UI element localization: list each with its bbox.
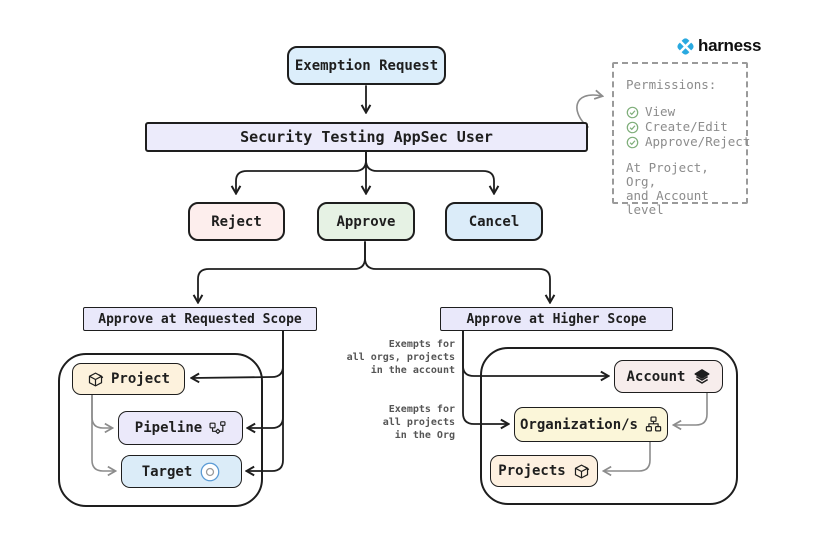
requested-scope-header: Approve at Requested Scope [83,307,317,331]
arrow-project-to-target [91,394,115,471]
target-icon [199,461,221,483]
dark-connectors [192,85,608,471]
higher-scope-label: Approve at Higher Scope [466,311,647,327]
reject-node: Reject [188,202,285,241]
arrow-scope-to-organization [462,330,508,424]
pipeline-icon [209,420,226,436]
permission-item-label: View [645,104,676,119]
projects-label: Projects [498,463,566,479]
permissions-panel: Permissions: View Create/Edit [612,62,750,217]
appsec-user-node: Security Testing AppSec User [145,122,588,152]
harness-logo-text: harness [698,36,762,55]
arrow-scope-to-target [247,330,284,471]
requested-scope-container [58,353,263,507]
permission-item-approve-reject: Approve/Reject [626,135,750,149]
org-scope-annotation: Exempts for all projects in the Org [382,404,455,441]
gray-connectors [91,95,708,471]
layers-icon [693,368,711,386]
higher-scope-header: Approve at Higher Scope [440,307,673,331]
approve-label: Approve [336,213,396,230]
permission-item-label: Create/Edit [645,119,728,134]
permission-item-view: View [626,105,746,119]
arrow-account-to-organization [674,392,708,425]
org-chart-icon [645,416,662,433]
arrow-organization-to-projects [604,441,651,471]
arrow-approve-to-requested-scope [198,241,366,302]
account-label: Account [626,368,686,385]
cancel-label: Cancel [468,213,520,230]
requested-scope-label: Approve at Requested Scope [98,311,302,327]
pipeline-node: Pipeline [118,411,243,445]
check-circle-icon [626,106,639,119]
reject-label: Reject [211,213,262,230]
project-label: Project [110,371,170,387]
exemption-request-label: Exemption Request [294,57,439,74]
harness-logo: harness [676,36,761,56]
arrow-approve-to-higher-scope [364,241,550,302]
organization-label: Organization/s [519,416,638,433]
permissions-scope-note: At Project, Org, and Account level [626,160,709,217]
projects-node: Projects [490,455,598,487]
account-scope-annotation: Exempts for all orgs, projects in the ac… [346,339,455,376]
permission-item-create-edit: Create/Edit [626,120,746,134]
arrow-user-to-cancel [365,151,494,193]
account-node: Account [614,360,723,393]
cube-icon [87,371,104,388]
appsec-user-label: Security Testing AppSec User [240,128,493,146]
harness-logo-icon [676,37,695,56]
higher-scope-container [480,347,738,505]
organization-node: Organization/s [514,407,668,442]
cancel-node: Cancel [445,202,543,241]
cube-icon [573,463,590,480]
approve-node: Approve [317,202,415,241]
target-label: Target [141,463,193,480]
check-circle-icon [626,121,639,134]
arrow-user-to-reject [236,151,367,193]
pipeline-label: Pipeline [134,420,203,436]
permission-item-label: Approve/Reject [645,134,751,149]
permissions-title: Permissions: [626,77,717,92]
check-circle-icon [626,136,639,149]
exemption-request-node: Exemption Request [287,46,446,85]
target-node: Target [121,455,242,488]
project-node: Project [72,363,185,395]
